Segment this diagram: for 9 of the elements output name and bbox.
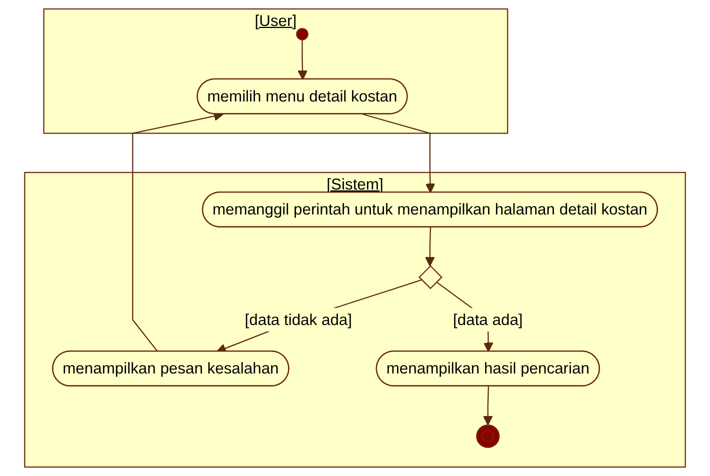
- edge-label: [data tidak ada]: [244, 310, 352, 328]
- edge-label: [data ada]: [453, 310, 523, 328]
- arrow: [425, 227, 435, 266]
- arrow: [298, 40, 308, 80]
- node-circle: [296, 28, 308, 40]
- arrow: [362, 114, 436, 194]
- node-circle: [476, 424, 500, 448]
- node-diamond: [418, 265, 442, 290]
- arrow: [482, 386, 493, 426]
